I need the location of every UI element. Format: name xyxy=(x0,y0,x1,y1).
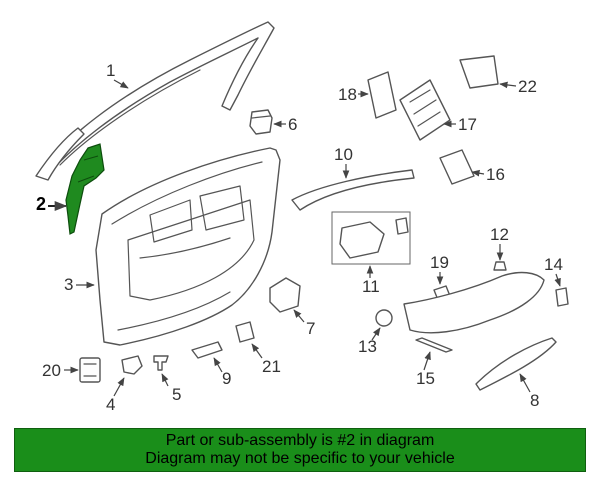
callout-20: 20 xyxy=(42,361,79,380)
callout-4: 4 xyxy=(106,377,125,414)
callout-12-label: 12 xyxy=(490,225,509,244)
callout-19-label: 19 xyxy=(430,253,449,272)
callout-16-label: 16 xyxy=(486,165,505,184)
callout-3-label: 3 xyxy=(64,275,73,294)
part-2-highlighted-seal xyxy=(65,143,105,235)
callout-15-label: 15 xyxy=(416,369,435,388)
callout-11-label: 11 xyxy=(362,277,380,296)
callout-4-label: 4 xyxy=(106,395,115,414)
trim-strip-part-8 xyxy=(475,337,557,391)
switch-panel-part-17 xyxy=(399,79,451,141)
callout-2-label: 2 xyxy=(36,194,46,214)
callout-9: 9 xyxy=(213,357,231,388)
callout-9-label: 9 xyxy=(222,369,231,388)
callout-17-label: 17 xyxy=(458,115,477,134)
callout-13-label: 13 xyxy=(358,337,377,356)
callout-2: 2 xyxy=(36,194,68,214)
callout-22: 22 xyxy=(499,77,537,96)
callout-5-label: 5 xyxy=(172,385,181,404)
bracket-part-14 xyxy=(555,287,569,307)
beltline-molding-part-10 xyxy=(291,169,415,211)
window-frame-molding xyxy=(35,21,275,181)
callout-11: 11 xyxy=(362,265,380,296)
callout-15: 15 xyxy=(416,351,435,388)
callout-7: 7 xyxy=(293,309,315,338)
callout-14-label: 14 xyxy=(544,255,563,274)
callout-14: 14 xyxy=(544,255,563,287)
callout-16: 16 xyxy=(471,165,505,184)
callout-1-label: 1 xyxy=(106,61,115,80)
clip-part-6 xyxy=(249,109,273,135)
callout-13: 13 xyxy=(358,327,381,356)
switch-part-16 xyxy=(439,149,475,185)
door-trim-panel xyxy=(95,147,281,346)
switch-part-20 xyxy=(79,357,101,383)
callout-17: 17 xyxy=(443,115,477,134)
trim-strip-part-15 xyxy=(415,337,453,353)
clip-part-4 xyxy=(121,355,143,375)
armrest-trim xyxy=(403,271,545,334)
info-banner: Part or sub-assembly is #2 in diagram Di… xyxy=(14,428,586,472)
callout-6-label: 6 xyxy=(288,115,297,134)
plug-part-13 xyxy=(375,309,393,327)
callout-7-label: 7 xyxy=(306,319,315,338)
callout-22-label: 22 xyxy=(518,77,537,96)
clip-part-9 xyxy=(191,341,223,359)
callout-21: 21 xyxy=(251,343,281,376)
cap-part-12 xyxy=(493,261,507,271)
switch-part-18 xyxy=(367,71,397,119)
cover-part-22 xyxy=(459,55,499,89)
callout-8-label: 8 xyxy=(530,391,539,410)
callout-20-label: 20 xyxy=(42,361,61,380)
callout-10: 10 xyxy=(334,145,353,179)
callout-10-label: 10 xyxy=(334,145,353,164)
clip-part-21 xyxy=(235,321,255,343)
parts-diagram: 1 2 3 4 5 6 7 8 9 10 11 12 xyxy=(35,21,569,414)
callout-18-label: 18 xyxy=(338,85,357,104)
banner-line-1: Part or sub-assembly is #2 in diagram xyxy=(165,432,435,449)
fastener-part-5 xyxy=(153,355,169,371)
bracket-part-7 xyxy=(269,277,301,313)
callout-12: 12 xyxy=(490,225,509,261)
callout-1: 1 xyxy=(106,61,129,89)
callout-8: 8 xyxy=(519,373,539,410)
callout-18: 18 xyxy=(338,85,369,104)
callout-19: 19 xyxy=(430,253,449,285)
callout-5: 5 xyxy=(161,373,181,404)
banner-line-2: Diagram may not be specific to your vehi… xyxy=(145,450,455,467)
callout-21-label: 21 xyxy=(262,357,281,376)
handle-assembly-part-11 xyxy=(331,211,411,265)
callout-6: 6 xyxy=(273,115,297,134)
callout-3: 3 xyxy=(64,275,95,294)
